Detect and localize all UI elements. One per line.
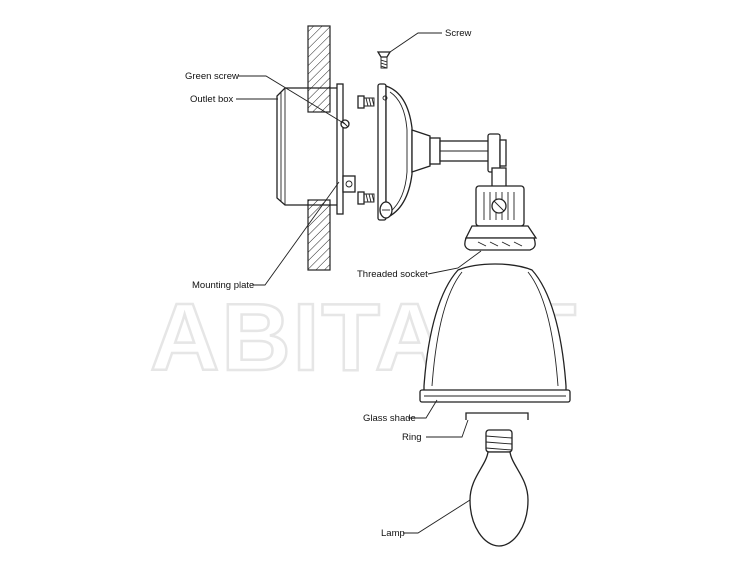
- lamp-arm: [411, 129, 507, 173]
- label-threaded-socket: Threaded socket: [357, 269, 428, 280]
- glass-shade: [419, 263, 571, 403]
- label-lamp: Lamp: [381, 528, 405, 539]
- label-green-screw: Green screw: [185, 71, 239, 82]
- canopy-backplate: [377, 83, 413, 221]
- mounting-screw-lower-icon: [357, 191, 375, 205]
- mounting-plate: [336, 83, 356, 215]
- label-mounting-plate: Mounting plate: [192, 280, 254, 291]
- leader-lines: [236, 32, 482, 534]
- label-ring: Ring: [402, 432, 422, 443]
- mounting-screw-upper-icon: [357, 95, 375, 109]
- ring: [465, 412, 529, 420]
- outlet-box: [276, 87, 340, 206]
- screw-icon: [376, 51, 392, 69]
- label-outlet-box: Outlet box: [190, 94, 234, 105]
- wall: [307, 25, 331, 271]
- threaded-socket: [464, 225, 538, 251]
- socket-holder: [475, 167, 525, 227]
- label-screw: Screw: [445, 28, 472, 39]
- lamp-bulb: [469, 429, 529, 547]
- label-glass-shade: Glass shade: [363, 413, 416, 424]
